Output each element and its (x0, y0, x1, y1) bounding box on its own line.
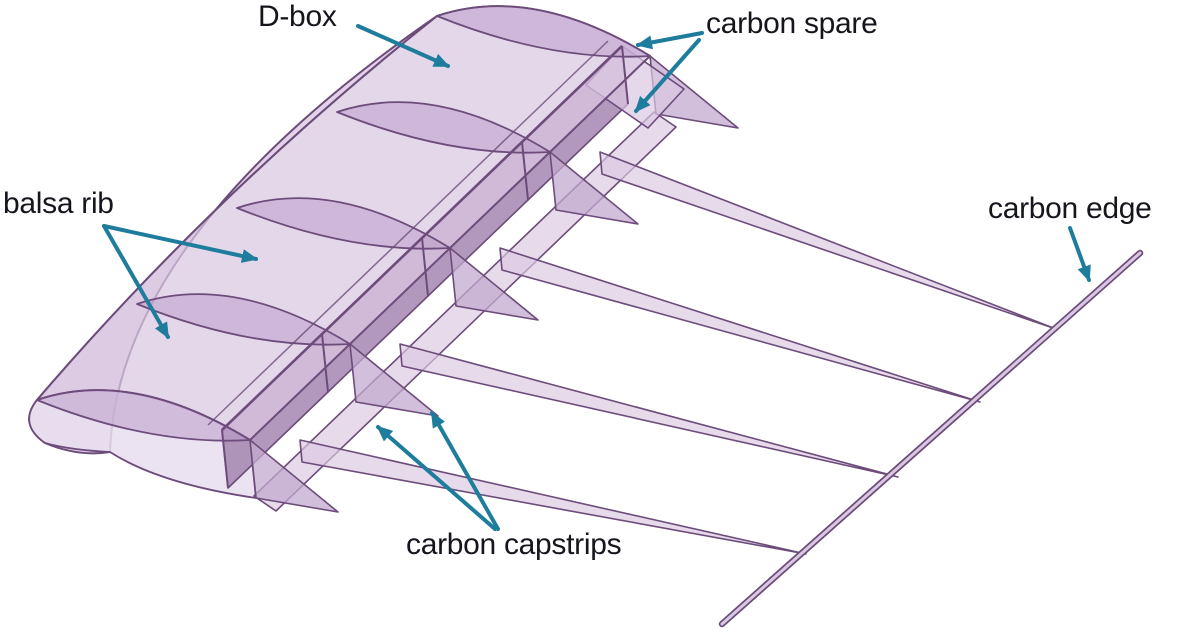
rib-rear-web (449, 247, 539, 321)
carbon-edge-rod-highlight (720, 251, 1142, 626)
carbon-spare-arrow-1 (636, 31, 704, 50)
rib-spar-joint (321, 333, 329, 393)
rib-spar-joint (521, 141, 529, 201)
rib-rear-web (349, 343, 439, 417)
rib-rear-web (549, 151, 639, 225)
rib-spar-joint (221, 429, 229, 489)
carbon-spar-cap-front (207, 40, 609, 426)
balsa-rib-arrow-2 (102, 224, 170, 339)
carbon-spare-arrow-2 (634, 38, 701, 113)
carbon-capstrips-arrow-1 (376, 425, 497, 531)
carbon-capstrips-arrow-2 (430, 411, 500, 531)
rib-rear-web (249, 439, 339, 513)
carbon-edge-label: carbon edge (988, 192, 1152, 225)
carbon-spare-label: carbon spare (706, 7, 878, 40)
balsa-rib-arrow-1 (102, 224, 258, 263)
rib-spar-joint (421, 237, 429, 297)
carbon-edge-arrow (1068, 226, 1091, 282)
carbon-capstrips-label: carbon capstrips (406, 528, 622, 561)
carbon-capstrip (599, 151, 1057, 330)
balsa-rib-label: balsa rib (3, 187, 114, 220)
carbon-capstrip (399, 343, 899, 478)
dbox-arrow (356, 24, 450, 68)
balsa-rib-face (136, 293, 351, 346)
balsa-rib-face (236, 197, 451, 250)
balsa-rib-face (36, 389, 251, 442)
dbox-label: D-box (258, 0, 337, 33)
balsa-rib-face (336, 101, 551, 154)
carbon-capstrip (499, 247, 981, 403)
rib-spar-joint (621, 45, 629, 105)
balsa-rib-face (436, 5, 651, 58)
